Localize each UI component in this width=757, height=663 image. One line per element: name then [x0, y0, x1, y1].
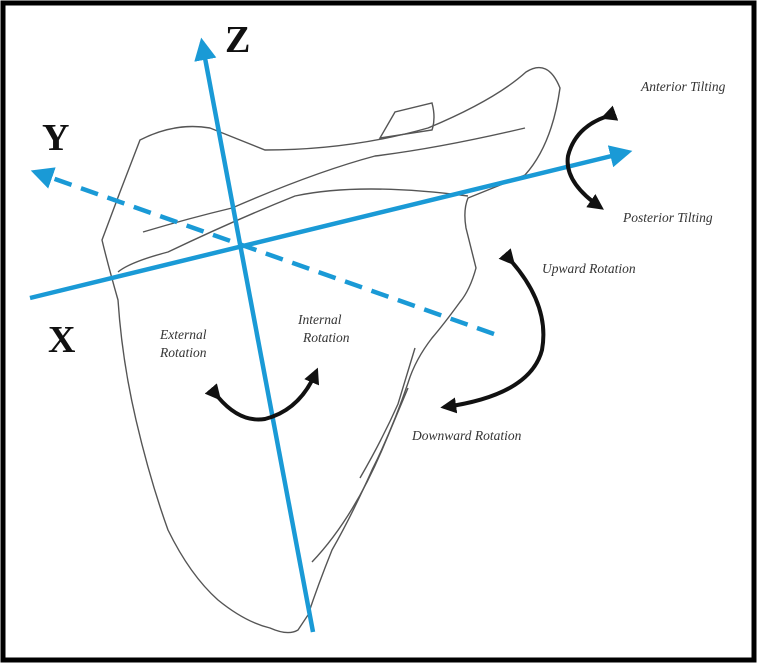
- scapula-body-outline: [101, 66, 561, 634]
- scapular-spine-upper-edge: [142, 127, 526, 233]
- y-axis-line: [30, 167, 495, 337]
- acromion-outline: [378, 102, 435, 139]
- anterior-tilting-label: Anterior Tilting: [640, 79, 726, 94]
- posterior-tilting-label: Posterior Tilting: [622, 210, 713, 225]
- y-axis-label: Y: [42, 117, 69, 159]
- z-axis-label: Z: [225, 19, 250, 61]
- lateral-border-ridge-2: [359, 347, 416, 479]
- tilting-arrow: [565, 105, 619, 210]
- scapular-rotation-arrow: [440, 248, 546, 414]
- internal-rotation-label-line1: Internal: [297, 312, 342, 327]
- scapular-spine-lower-edge: [117, 188, 469, 273]
- downward-rotation-label: Downward Rotation: [411, 428, 522, 443]
- upward-rotation-label: Upward Rotation: [542, 261, 636, 276]
- x-axis-line: [29, 145, 633, 301]
- rotation-arrows: [204, 105, 619, 422]
- external-rotation-label-line2: Rotation: [159, 345, 207, 360]
- z-axis-line: [194, 37, 316, 633]
- scapula-outline: [101, 66, 561, 634]
- axial-rotation-arrow: [204, 367, 320, 422]
- external-rotation-label-line1: External: [159, 327, 207, 342]
- x-axis-label: X: [48, 319, 75, 361]
- internal-rotation-label-line2: Rotation: [302, 330, 350, 345]
- lateral-border-ridge-1: [311, 387, 409, 563]
- axes: [29, 37, 633, 633]
